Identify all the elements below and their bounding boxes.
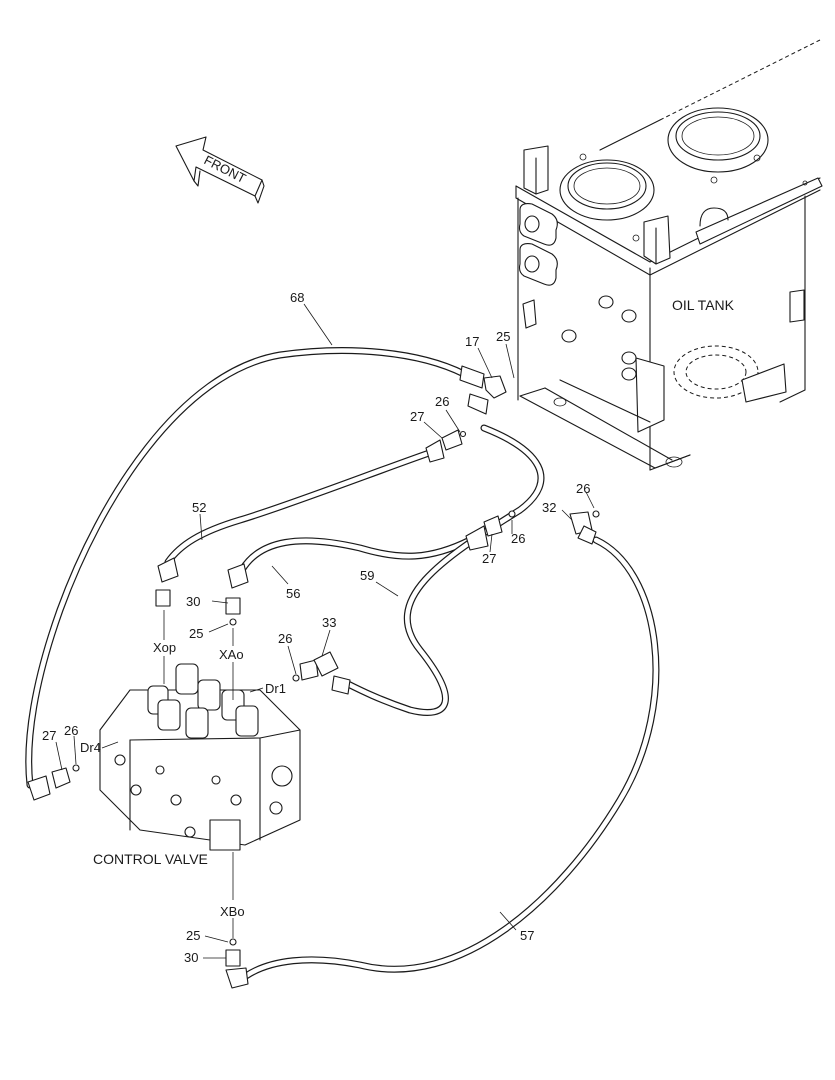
callout-25-bot: 25	[186, 928, 200, 943]
control-valve: CONTROL VALVE	[93, 663, 301, 867]
callout-68: 68	[290, 290, 304, 305]
hoses	[25, 347, 660, 980]
callout-26-mid: 26	[511, 531, 525, 546]
callout-17: 17	[465, 334, 479, 349]
port-dr4: Dr4	[80, 740, 101, 755]
callout-30-top: 30	[186, 594, 200, 609]
port-xbo: XBo	[220, 904, 245, 919]
callout-57: 57	[520, 928, 534, 943]
callout-27-top: 27	[410, 409, 424, 424]
oil-tank: OIL TANK	[515, 39, 823, 471]
callout-33: 33	[322, 615, 336, 630]
port-dr1: Dr1	[265, 681, 286, 696]
port-xao: XAo	[219, 647, 244, 662]
leader-lines	[55, 303, 595, 959]
callout-26-left: 26	[64, 723, 78, 738]
control-valve-label: CONTROL VALVE	[93, 851, 208, 867]
callout-26-top: 26	[435, 394, 449, 409]
callout-26-right: 26	[576, 481, 590, 496]
callout-27-left: 27	[42, 728, 56, 743]
callout-32: 32	[542, 500, 556, 515]
callout-52: 52	[192, 500, 206, 515]
callout-56: 56	[286, 586, 300, 601]
callout-59: 59	[360, 568, 374, 583]
port-xop: Xop	[153, 640, 176, 655]
fittings	[27, 365, 600, 989]
callout-25-top: 25	[496, 329, 510, 344]
front-arrow: FRONT	[175, 136, 265, 204]
callout-25-mid: 25	[189, 626, 203, 641]
callouts: 68 17 25 26 27 52 26 32 26 27 59 56 30 2…	[42, 290, 590, 965]
callout-26-dr1: 26	[278, 631, 292, 646]
oil-tank-label: OIL TANK	[672, 297, 735, 313]
callout-30-bot: 30	[184, 950, 198, 965]
callout-27-mid: 27	[482, 551, 496, 566]
